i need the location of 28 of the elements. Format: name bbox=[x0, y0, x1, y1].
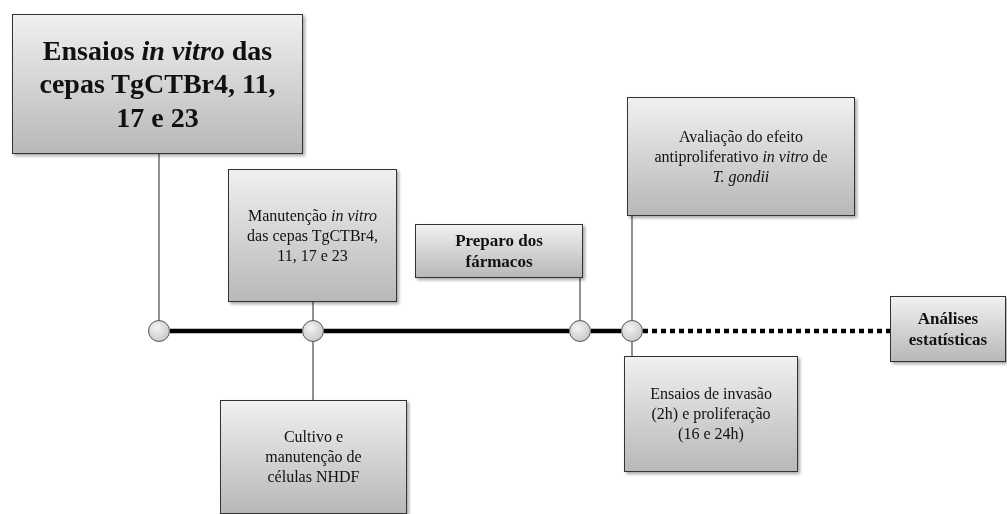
milestone-circle bbox=[302, 320, 324, 342]
step-box bbox=[890, 296, 1006, 362]
milestone-circle bbox=[569, 320, 591, 342]
connector-line bbox=[579, 277, 581, 321]
step-text: Preparo dos fármacos bbox=[454, 229, 544, 273]
milestone-circle bbox=[148, 320, 170, 342]
step-box bbox=[627, 97, 855, 216]
connector-line bbox=[312, 341, 314, 401]
timeline-line bbox=[170, 328, 302, 334]
step-text: Análises estatísticas bbox=[907, 307, 989, 351]
dotted-connector bbox=[643, 328, 890, 334]
connector-line bbox=[631, 341, 633, 357]
step-box bbox=[415, 224, 583, 278]
step-text: Ensaios de invasão (2h) e proliferação (16 e 24h) bbox=[649, 384, 773, 444]
milestone-circle bbox=[621, 320, 643, 342]
timeline-line bbox=[324, 328, 569, 334]
step-box bbox=[624, 356, 798, 472]
step-text: Manutenção in vitro das cepas TgCTBr4, 11, 17 e 23 bbox=[246, 205, 379, 266]
connector-line bbox=[631, 215, 633, 321]
timeline-line bbox=[591, 328, 621, 334]
step-text: Ensaios in vitro das cepas TgCTBr4, 11, 17 e 23 bbox=[38, 33, 277, 135]
connector-line bbox=[312, 301, 314, 321]
step-text: Cultivo e manutenção de células NHDF bbox=[264, 427, 363, 487]
step-text: Avaliação do efeito antiproliferativo in vitro de T. gondii bbox=[653, 126, 829, 187]
title-box bbox=[12, 14, 303, 154]
connector-line bbox=[158, 153, 160, 321]
step-box bbox=[228, 169, 397, 302]
step-box bbox=[220, 400, 407, 514]
